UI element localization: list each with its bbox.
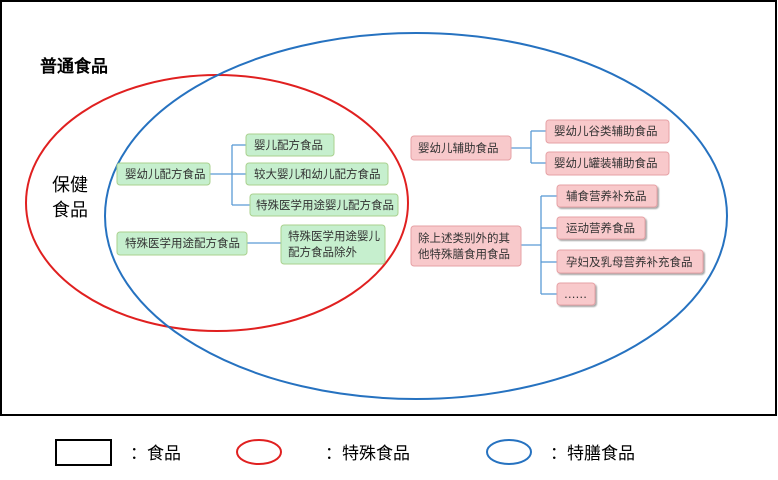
- legend-special-diet-swatch: [486, 439, 532, 465]
- node-older-infant-formula: [245, 162, 389, 186]
- node-fsmp-infant-formula: [249, 193, 399, 217]
- legend-special-food-swatch: [236, 439, 282, 465]
- node-sports-nutrition: [556, 216, 646, 240]
- node-sports-nutrition-label: 运动营养食品: [566, 221, 635, 235]
- health-food-label-line-2: 食品: [52, 200, 88, 221]
- legend-food-label: ：食品: [130, 444, 181, 464]
- legend-special-food-label: ：特殊食品: [325, 444, 410, 464]
- node-older-infant-formula-label: 较大婴儿和幼儿配方食品: [254, 167, 381, 181]
- node-fsmp-formula-label: 特殊医学用途配方食品: [125, 236, 240, 250]
- legend: ：食品 ：特殊食品 ：特膳食品: [55, 439, 635, 466]
- node-other-special-diet: [410, 225, 522, 267]
- node-supplement-nutrition-label: 辅食营养补充品: [566, 189, 647, 203]
- node-ellipsis-label: ……: [564, 287, 587, 301]
- node-fsmp-except-infant-line-2: 配方食品除外: [288, 245, 357, 259]
- food-outer-rect: [0, 0, 777, 416]
- node-baby-formula: [245, 133, 335, 157]
- node-infant-formula-label: 婴幼儿配方食品: [125, 167, 206, 181]
- green-group-fsmp: 特殊医学用途配方食品 特殊医学用途婴儿 配方食品除外: [116, 224, 386, 265]
- node-infant-formula: [116, 162, 211, 186]
- green-connectors: [210, 144, 281, 244]
- node-infant-complementary: [410, 135, 512, 161]
- green-group-infant-formula: 婴幼儿配方食品 婴儿配方食品 较大婴儿和幼儿配方食品 特殊医学用途婴儿配方食品: [116, 133, 399, 217]
- special-diet-food-ellipse: [104, 32, 728, 400]
- node-fsmp-except-infant-line-1: 特殊医学用途婴儿: [288, 229, 380, 243]
- node-infant-canned: [545, 151, 670, 176]
- node-other-special-diet-line-1: 除上述类别外的其: [418, 231, 510, 245]
- pink-group-infant-complementary: 婴幼儿辅助食品 婴幼儿谷类辅助食品 婴幼儿罐装辅助食品: [410, 119, 670, 176]
- node-baby-formula-label: 婴儿配方食品: [254, 138, 323, 152]
- health-food-label-line-1: 保健: [52, 175, 88, 196]
- legend-food-swatch: [55, 439, 112, 466]
- node-infant-canned-label: 婴幼儿罐装辅助食品: [554, 156, 658, 170]
- pink-group-other-special-diet: 除上述类别外的其 他特殊膳食用食品 辅食营养补充品 运动营养食品 孕妇及乳母营养…: [410, 184, 704, 306]
- node-supplement-nutrition: [556, 184, 658, 208]
- legend-special-diet-label: ：特膳食品: [550, 444, 635, 464]
- node-fsmp-formula: [116, 231, 248, 256]
- node-fsmp-except-infant: [280, 224, 386, 265]
- node-other-special-diet-line-2: 他特殊膳食用食品: [418, 247, 510, 261]
- node-infant-cereal-label: 婴幼儿谷类辅助食品: [554, 124, 658, 138]
- node-maternal-nutrition-label: 孕妇及乳母营养补充食品: [566, 255, 693, 269]
- pink-connectors: [511, 130, 557, 295]
- node-fsmp-infant-formula-label: 特殊医学用途婴儿配方食品: [256, 198, 394, 212]
- node-ellipsis: [556, 282, 596, 306]
- outer-label: 普通食品: [40, 56, 108, 77]
- node-infant-complementary-label: 婴幼儿辅助食品: [418, 141, 499, 155]
- node-maternal-nutrition: [556, 249, 704, 274]
- node-infant-cereal: [545, 119, 670, 144]
